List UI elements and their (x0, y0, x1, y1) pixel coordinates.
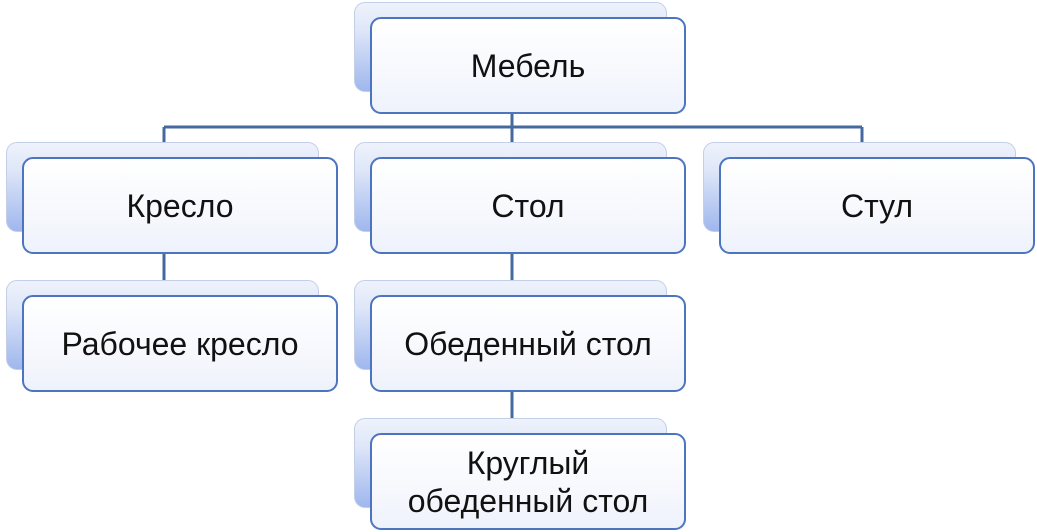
node-label: Стул (719, 157, 1035, 254)
node-label: Кресло (22, 157, 338, 254)
node-label: Круглый обеденный стол (370, 433, 686, 530)
node-label: Стол (370, 157, 686, 254)
node-kreslo: Кресло (6, 142, 338, 254)
node-label: Обеденный стол (370, 295, 686, 392)
node-obedenny-stol: Обеденный стол (354, 280, 686, 392)
node-label: Рабочее кресло (22, 295, 338, 392)
node-rabochee-kreslo: Рабочее кресло (6, 280, 338, 392)
node-stul: Стул (703, 142, 1035, 254)
node-krugly-obedenny-stol: Круглый обеденный стол (354, 418, 686, 530)
node-root: Мебель (354, 2, 686, 114)
node-label: Мебель (370, 17, 686, 114)
node-stol: Стол (354, 142, 686, 254)
